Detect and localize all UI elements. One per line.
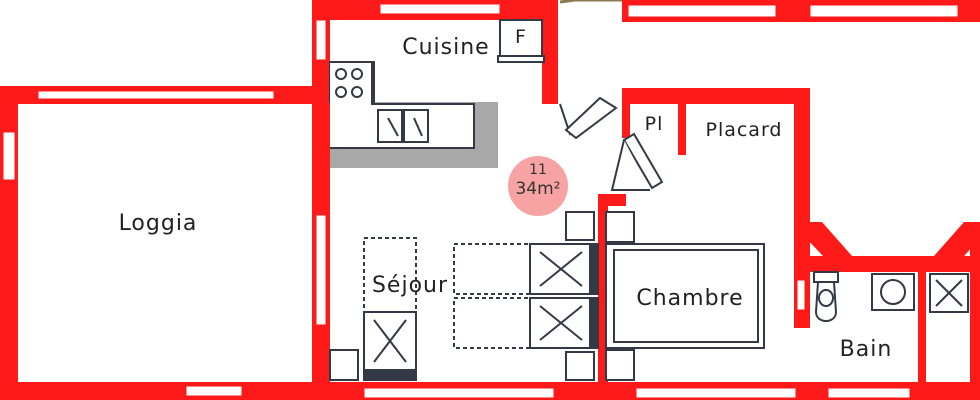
burner-3 [335, 86, 347, 98]
wall-right-edge [970, 222, 980, 400]
pullout-bottom-dashed [453, 297, 531, 349]
sink-basin-right [403, 109, 429, 143]
sofa-bed-dashed [363, 237, 417, 313]
door-chambre-leaf [622, 132, 664, 190]
bath-sink-bowl [880, 279, 906, 305]
window-divider-mid [315, 214, 327, 326]
window-bottom-sejour [363, 387, 555, 399]
side-table-sejour [329, 349, 359, 381]
wall-placard-top [622, 88, 810, 104]
wall-loggia-bottom [0, 382, 330, 400]
fridge-label: F [515, 26, 527, 48]
fridge-base [497, 55, 545, 63]
sink-basin-left [377, 109, 403, 143]
room-label-chambre: Chambre [636, 286, 743, 311]
sink [377, 109, 429, 143]
cooktop [335, 68, 363, 98]
window-bottom-chambre [635, 387, 797, 399]
door-chambre-swing [610, 139, 650, 191]
door-entrance-hint [559, 0, 622, 4]
area-badge: 11 34m² [508, 156, 568, 216]
door-cuisine-leaf [564, 96, 618, 140]
room-label-loggia: Loggia [119, 211, 198, 236]
burner-1 [335, 68, 347, 80]
pullout-top-dashed [453, 243, 531, 295]
window-top-right-2 [809, 4, 959, 18]
chambre-furniture [605, 211, 765, 381]
sejour-furniture [329, 211, 599, 381]
toilet-tank [813, 271, 839, 283]
wall-cuisine-right [542, 0, 558, 104]
sink-line-2 [413, 117, 423, 137]
sofa-back [363, 369, 417, 381]
badge-number: 11 [529, 162, 547, 178]
wall-chambre-jamb [598, 194, 626, 206]
armchair-bottom-back [589, 297, 599, 349]
badge-area: 34m² [515, 179, 560, 199]
bedside-bottom [605, 349, 635, 381]
area-badge-circle [508, 156, 568, 216]
armchair-top-back [589, 243, 599, 295]
armchair-top-x2 [539, 251, 583, 287]
window-top-right-1 [627, 4, 777, 18]
fridge: F [497, 19, 545, 63]
room-label-bain: Bain [840, 337, 893, 362]
side-table-top [565, 211, 595, 241]
room-label-pl: Pl [645, 113, 664, 135]
window-cuisine-top [379, 3, 501, 15]
wall-placard-left [622, 88, 630, 138]
kitchen-counter [329, 61, 498, 168]
window-loggia-bottom [185, 385, 243, 397]
windows [2, 3, 959, 399]
counter-outline [330, 61, 475, 149]
armchair-bottom-x2 [539, 305, 583, 341]
room-label-sejour: Séjour [372, 273, 448, 298]
room-label-placard: Placard [705, 119, 782, 141]
window-loggia-top [37, 90, 275, 100]
shower-line-2 [935, 279, 963, 307]
wall-shower-divider [918, 262, 926, 400]
wall-placard-divider [678, 100, 686, 155]
sink-line-1 [387, 117, 399, 137]
bathroom-fixtures [813, 271, 969, 322]
sofa-x-2 [373, 319, 407, 363]
fridge-box [499, 19, 543, 57]
side-table-bottom [565, 351, 595, 381]
wall-bain-top [806, 256, 980, 272]
window-bottom-bain [827, 387, 911, 399]
room-label-cuisine: Cuisine [402, 35, 489, 60]
burner-4 [351, 86, 363, 98]
toilet-seat [818, 289, 834, 307]
window-divider-top [315, 19, 327, 61]
burner-2 [351, 68, 363, 80]
bed-inner [613, 249, 759, 343]
wall-sejour-chambre [598, 200, 608, 400]
window-chambre-right [796, 279, 806, 311]
window-loggia-left [2, 131, 16, 181]
bedside-top [605, 211, 635, 243]
doors [559, 96, 664, 191]
